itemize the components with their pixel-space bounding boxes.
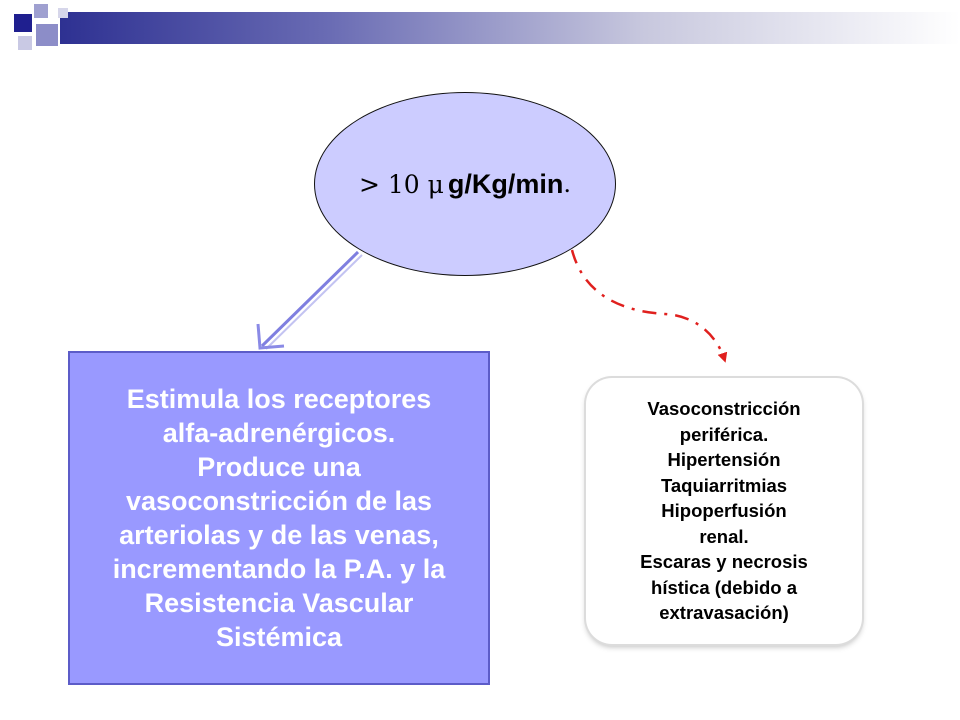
adverse-effects-text: Vasoconstricción periférica. Hipertensió… (640, 398, 808, 624)
dose-unit: g/Kg/min (447, 168, 564, 199)
alpha-receptor-effect-box: Estimula los receptores alfa-adrenérgico… (68, 351, 490, 685)
adverse-effects-box: Vasoconstricción periférica. Hipertensió… (586, 378, 862, 644)
dose-symbol: > 10 μ (358, 169, 444, 199)
header-square-decoration (34, 4, 48, 18)
right-arrow-curve (570, 249, 728, 363)
left-arrow-line-shadow (265, 254, 363, 350)
dose-period: . (563, 170, 572, 198)
header-square-decoration (18, 36, 32, 50)
left-arrow-line (260, 250, 360, 348)
alpha-receptor-effect-text: Estimula los receptores alfa-adrenérgico… (112, 384, 446, 652)
header-square-decoration (14, 14, 32, 32)
header-gradient-bar (60, 12, 960, 44)
header-square-decoration (58, 8, 68, 18)
header-square-decoration (36, 24, 58, 46)
left-arrow-head (256, 323, 285, 350)
